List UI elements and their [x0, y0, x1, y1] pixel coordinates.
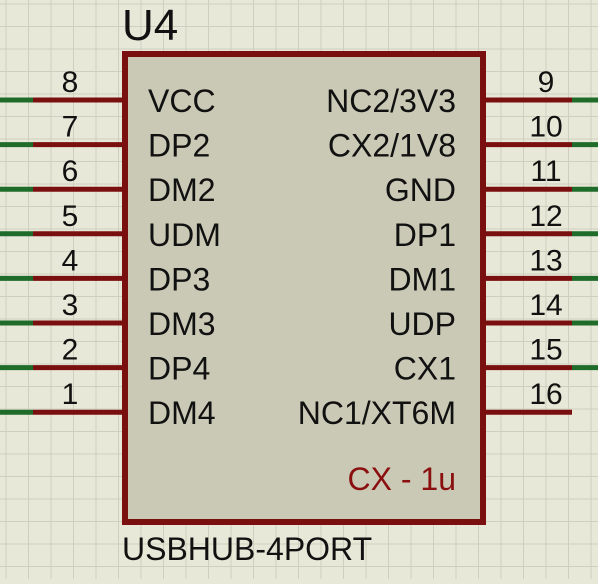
pin-name-left: DM4 — [148, 395, 216, 431]
pin-number-right: 14 — [529, 289, 562, 322]
pin-name-left: DP2 — [148, 128, 210, 164]
pin-name-right: NC1/XT6M — [298, 395, 456, 431]
wires-left — [0, 97, 33, 415]
component-body[interactable] — [122, 51, 486, 525]
pin-name-left: UDM — [148, 217, 221, 253]
component-designator: U4 — [122, 1, 178, 50]
pin-number-left: 1 — [62, 378, 79, 411]
pin-name-right: NC2/3V3 — [326, 83, 456, 119]
pin-name-right: UDP — [388, 306, 456, 342]
pin-name-right: CX1 — [394, 351, 456, 387]
pin-name-left: DP3 — [148, 261, 210, 297]
pin-number-left: 7 — [62, 111, 79, 144]
pin-name-right: DM1 — [388, 261, 456, 297]
pin-name-left: VCC — [148, 83, 216, 119]
pin-name-right: CX2/1V8 — [328, 128, 456, 164]
component-value: CX - 1u — [348, 461, 456, 497]
pin-number-right: 13 — [529, 244, 562, 277]
pin-number-left: 4 — [62, 244, 79, 277]
pin-number-left: 6 — [62, 155, 79, 188]
pin-number-left: 3 — [62, 289, 79, 322]
pin-name-left: DM3 — [148, 306, 216, 342]
pin-number-left: 5 — [62, 200, 79, 233]
pin-number-right: 9 — [538, 66, 555, 99]
wires-right — [572, 97, 598, 371]
pin-name-left: DM2 — [148, 172, 216, 208]
pin-number-right: 15 — [529, 334, 562, 367]
pin-number-right: 10 — [529, 111, 562, 144]
component-part-name: USBHUB-4PORT — [122, 531, 372, 567]
pin-number-left: 8 — [62, 66, 79, 99]
pin-number-right: 12 — [529, 200, 562, 233]
pin-number-right: 16 — [529, 378, 562, 411]
pin-number-left: 2 — [62, 334, 79, 367]
pin-name-left: DP4 — [148, 351, 210, 387]
pin-number-right: 11 — [530, 155, 561, 188]
pin-name-right: GND — [385, 172, 456, 208]
pin-name-right: DP1 — [394, 217, 456, 253]
